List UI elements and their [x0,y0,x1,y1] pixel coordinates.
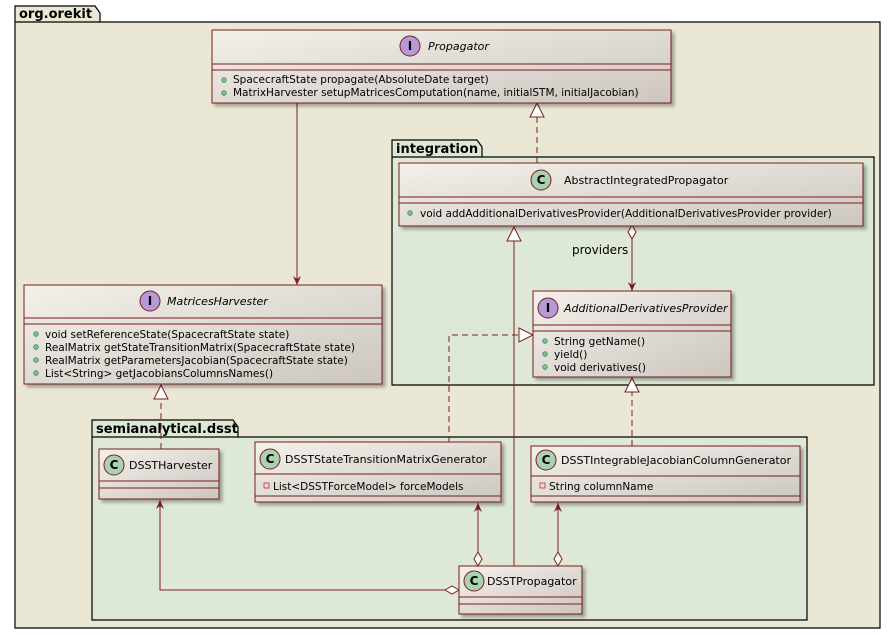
public-visibility-icon [33,344,39,350]
private-visibility-icon [263,482,270,489]
method: RealMatrix getStateTransitionMatrix(Spac… [45,342,355,354]
method: String getName() [554,336,645,348]
method: void derivatives() [554,362,646,374]
providers-label: providers [572,243,628,257]
public-visibility-icon [542,351,548,357]
method: MatrixHarvester setupMatricesComputation… [233,87,639,99]
package-title-integration: integration [396,142,478,157]
public-visibility-icon [221,77,227,83]
class-matrices-harvester[interactable]: I MatricesHarvester void setReferenceSta… [23,284,383,385]
public-visibility-icon [33,357,39,363]
class-kind-letter: I [408,39,412,53]
class-name: AbstractIntegratedPropagator [564,174,729,187]
class-abstract-integrated-propagator[interactable]: C AbstractIntegratedPropagator void addA… [398,162,864,227]
package-title-org-orekit: org.orekit [19,7,92,22]
relationships [156,102,636,595]
class-icon [530,169,552,191]
public-visibility-icon [407,210,413,216]
interface-icon [399,35,421,57]
private-visibility-icon [539,482,546,489]
method: SpacecraftState propagate(AbsoluteDate t… [233,74,489,86]
class-kind-letter: C [266,452,275,466]
public-visibility-icon [542,364,548,370]
class-additional-derivatives-provider[interactable]: I AdditionalDerivativesProvider String g… [532,290,732,378]
method: void setReferenceState(SpacecraftState s… [45,329,289,341]
class-icon [463,570,485,592]
class-kind-letter: I [148,294,152,308]
class-dsst-harvester[interactable]: C DSSTHarvester [98,448,220,500]
class-name: DSSTPropagator [487,575,577,588]
class-dsst-propagator[interactable]: C DSSTPropagator [458,565,583,615]
class-kind-letter: C [537,173,546,187]
public-visibility-icon [33,331,39,337]
class-name: DSSTHarvester [129,459,213,472]
class-dsst-integrable-jacobian-column-generator[interactable]: C DSSTIntegrableJacobianColumnGenerator … [530,445,801,503]
field: List<DSSTForceModel> forceModels [273,481,464,493]
edge-stmgenerator-realizes-additionalderivatives [448,335,533,442]
method: RealMatrix getParametersJacobian(Spacecr… [45,355,348,367]
class-kind-letter: I [546,301,550,315]
edge-dsstpropagator-aggregates-dsstharvester [156,500,450,591]
package-title-semianalytical-dsst: semianalytical.dsst [96,422,238,437]
class-kind-letter: C [542,453,551,467]
class-kind-letter: C [110,458,119,472]
method: void addAdditionalDerivativesProvider(Ad… [420,208,832,220]
interface-icon [139,290,161,312]
class-propagator[interactable]: I Propagator SpacecraftState propagate(A… [211,29,672,104]
class-name: DSSTIntegrableJacobianColumnGenerator [561,454,791,467]
public-visibility-icon [542,338,548,344]
interface-icon [537,297,559,319]
class-name: AdditionalDerivativesProvider [563,302,729,315]
class-name: MatricesHarvester [167,295,269,308]
class-icon [535,449,557,471]
public-visibility-icon [221,90,227,96]
class-name: DSSTStateTransitionMatrixGenerator [285,453,487,466]
field: String columnName [549,481,653,493]
class-kind-letter: C [470,574,479,588]
class-name: Propagator [428,40,490,53]
class-dsst-state-transition-matrix-generator[interactable]: C DSSTStateTransitionMatrixGenerator Lis… [254,441,502,503]
method: yield() [554,349,587,361]
class-icon [259,448,281,470]
method: List<String> getJacobiansColumnsNames() [45,368,273,380]
class-icon [103,454,125,476]
public-visibility-icon [33,370,39,376]
